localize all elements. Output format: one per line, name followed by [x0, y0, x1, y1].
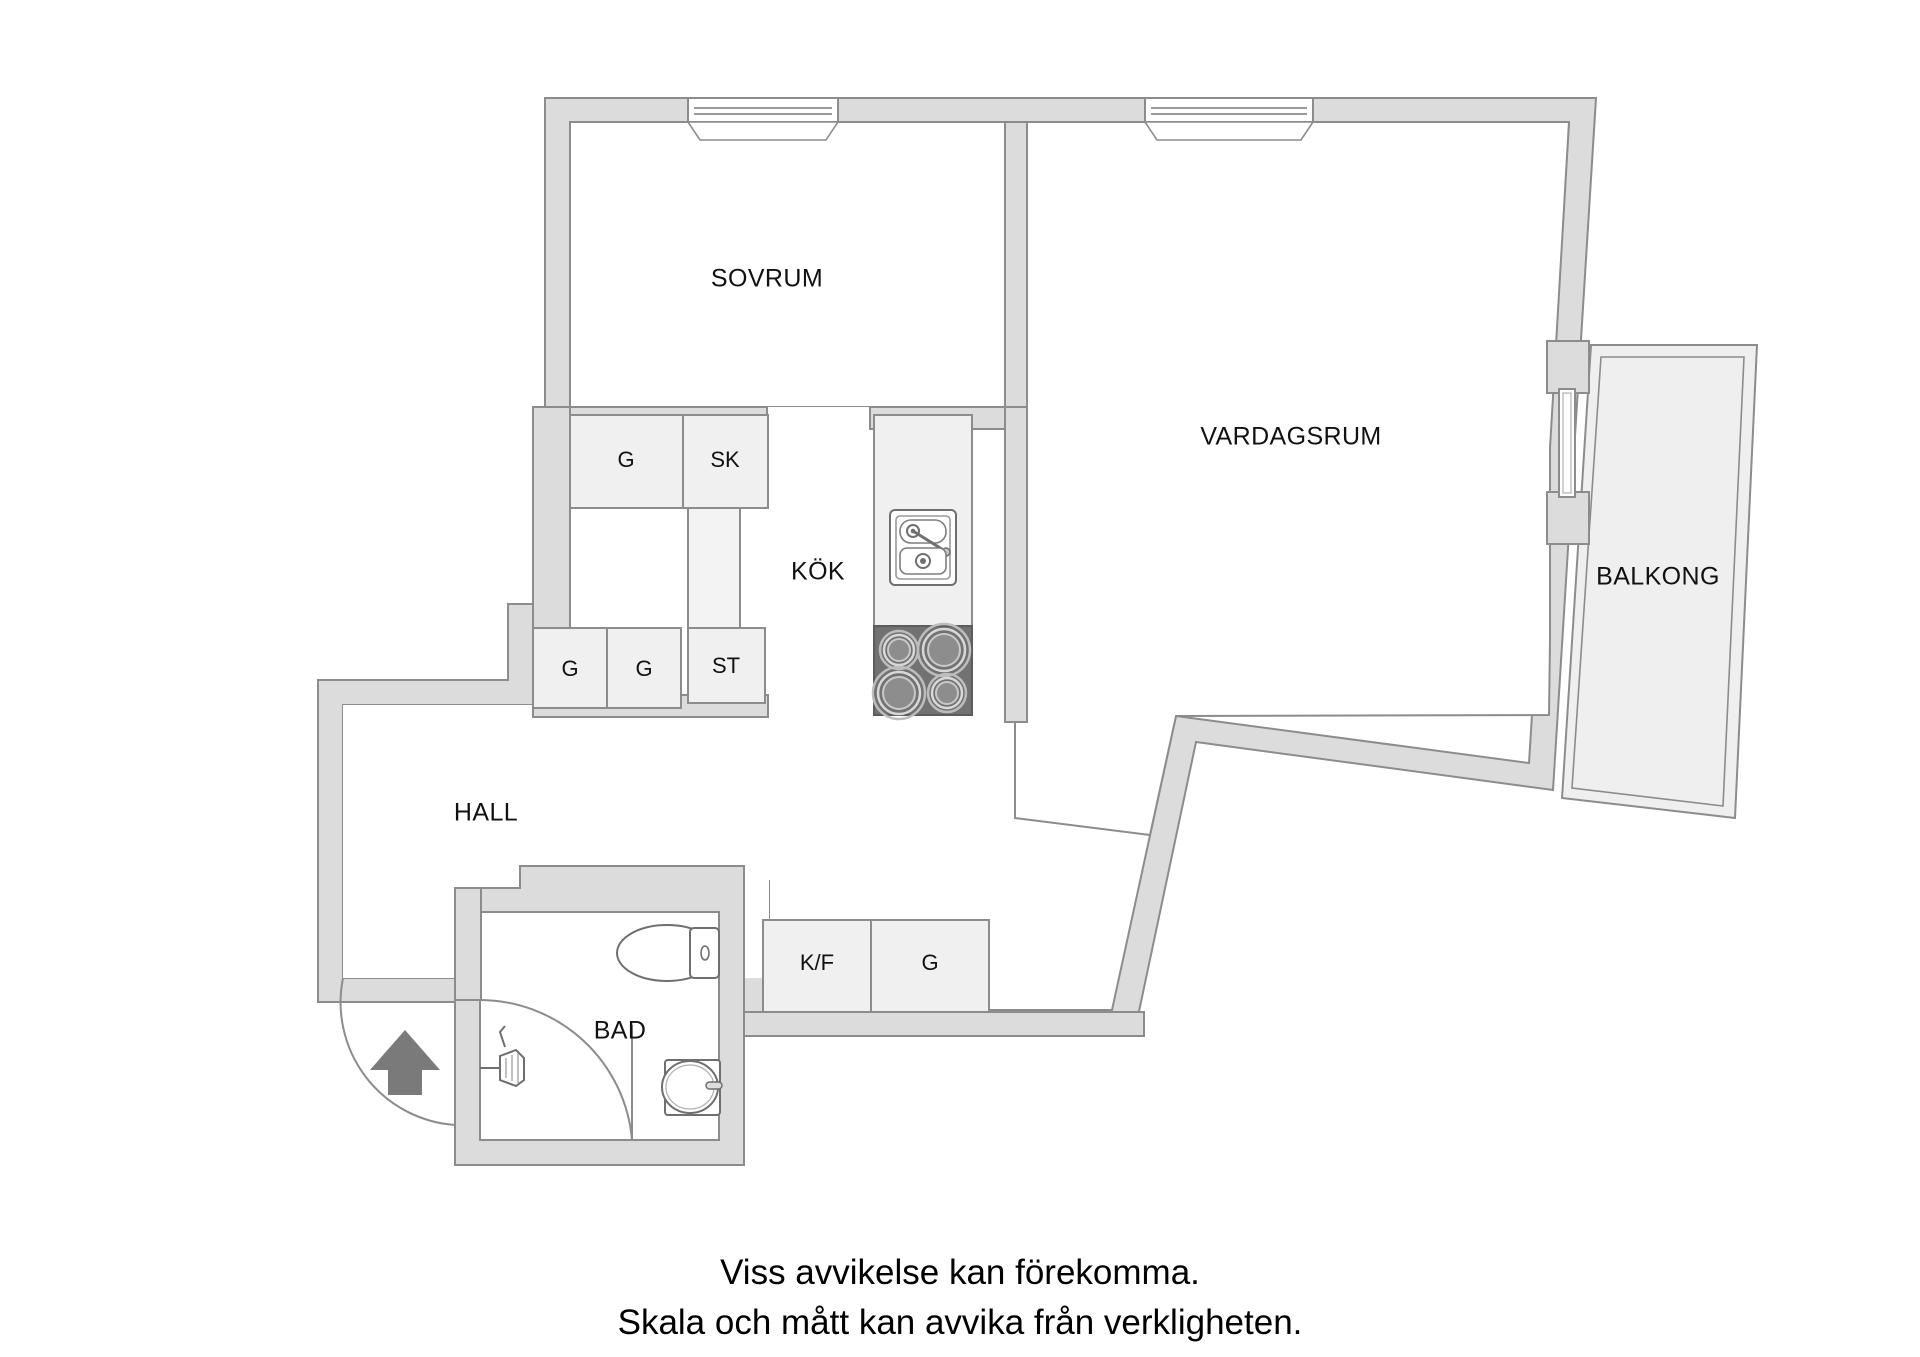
- closet-labels: G SK G G ST K/F G: [561, 447, 938, 975]
- balcony-slab: [1560, 344, 1759, 820]
- room-labels: SOVRUM VARDAGSRUM KÖK BALKONG HALL BAD: [454, 265, 1720, 1045]
- entrance: [339, 977, 456, 1126]
- closet-label-sk: SK: [710, 447, 740, 472]
- room-label-balkong: BALKONG: [1596, 563, 1720, 591]
- closet-box-sovrum-g: [569, 414, 684, 509]
- room-label-bad: BAD: [594, 1017, 647, 1045]
- room-area-vardagsrum: [1014, 121, 1571, 837]
- partition-sovrum-vardagsrum: [1004, 121, 1028, 408]
- partition-kok-vardagsrum: [1004, 406, 1028, 723]
- disclaimer-line-1: Viss avvikelse kan förekomma.: [720, 1253, 1200, 1292]
- kitchen-sink-drain-center: [920, 558, 926, 564]
- balcony-door-jamb-bottom: [1546, 491, 1590, 545]
- room-area-sovrum: [569, 121, 1006, 408]
- room-label-kok: KÖK: [791, 558, 845, 586]
- closet-label-hall-g3: G: [921, 950, 938, 975]
- closet-label-hall-g1: G: [561, 656, 578, 681]
- closet-boxes: [532, 414, 990, 1013]
- bathroom-walls: [454, 865, 745, 1166]
- closet-label-st: ST: [712, 653, 740, 678]
- wash-basin: [661, 1059, 723, 1116]
- closet-label-kf: K/F: [800, 950, 834, 975]
- balcony-door-jamb-top: [1546, 340, 1590, 394]
- disclaimer: Viss avvikelse kan förekomma. Skala och …: [0, 1248, 1920, 1348]
- closet-label-hall-g2: G: [635, 656, 652, 681]
- bathroom-door-swing: [479, 999, 633, 1141]
- closet-box-sk: [682, 414, 769, 509]
- bathroom-door-reveal: [454, 887, 482, 1001]
- entrance-door-swing: [339, 977, 456, 1126]
- balcony-door-leaf-inner: [1562, 392, 1572, 494]
- partition-kf-base: [743, 1011, 1145, 1037]
- toilet: [616, 924, 720, 982]
- closet-label-sovrum-g: G: [617, 447, 634, 472]
- kitchen-casework: [871, 414, 973, 721]
- room-label-hall: HALL: [454, 799, 518, 827]
- balcony-rail-inner: [1571, 356, 1745, 807]
- closet-box-hall-g2: [606, 627, 682, 709]
- entrance-direction-arrow: [370, 1030, 440, 1095]
- closet-box-hall-g3: [870, 919, 990, 1013]
- room-label-vardagsrum: VARDAGSRUM: [1200, 423, 1381, 451]
- window-vardagsrum: [1143, 97, 1315, 141]
- bathroom-fixtures: [479, 924, 723, 1141]
- window-sovrum: [686, 97, 840, 141]
- disclaimer-line-2: Skala och mått kan avvika från verklighe…: [617, 1303, 1303, 1342]
- shower-mixer: [480, 1025, 525, 1088]
- closet-box-st: [687, 627, 766, 704]
- room-label-sovrum: SOVRUM: [711, 265, 823, 293]
- closet-box-hall-g1: [532, 627, 608, 709]
- balcony: [1546, 340, 1759, 820]
- windows: [686, 97, 1315, 141]
